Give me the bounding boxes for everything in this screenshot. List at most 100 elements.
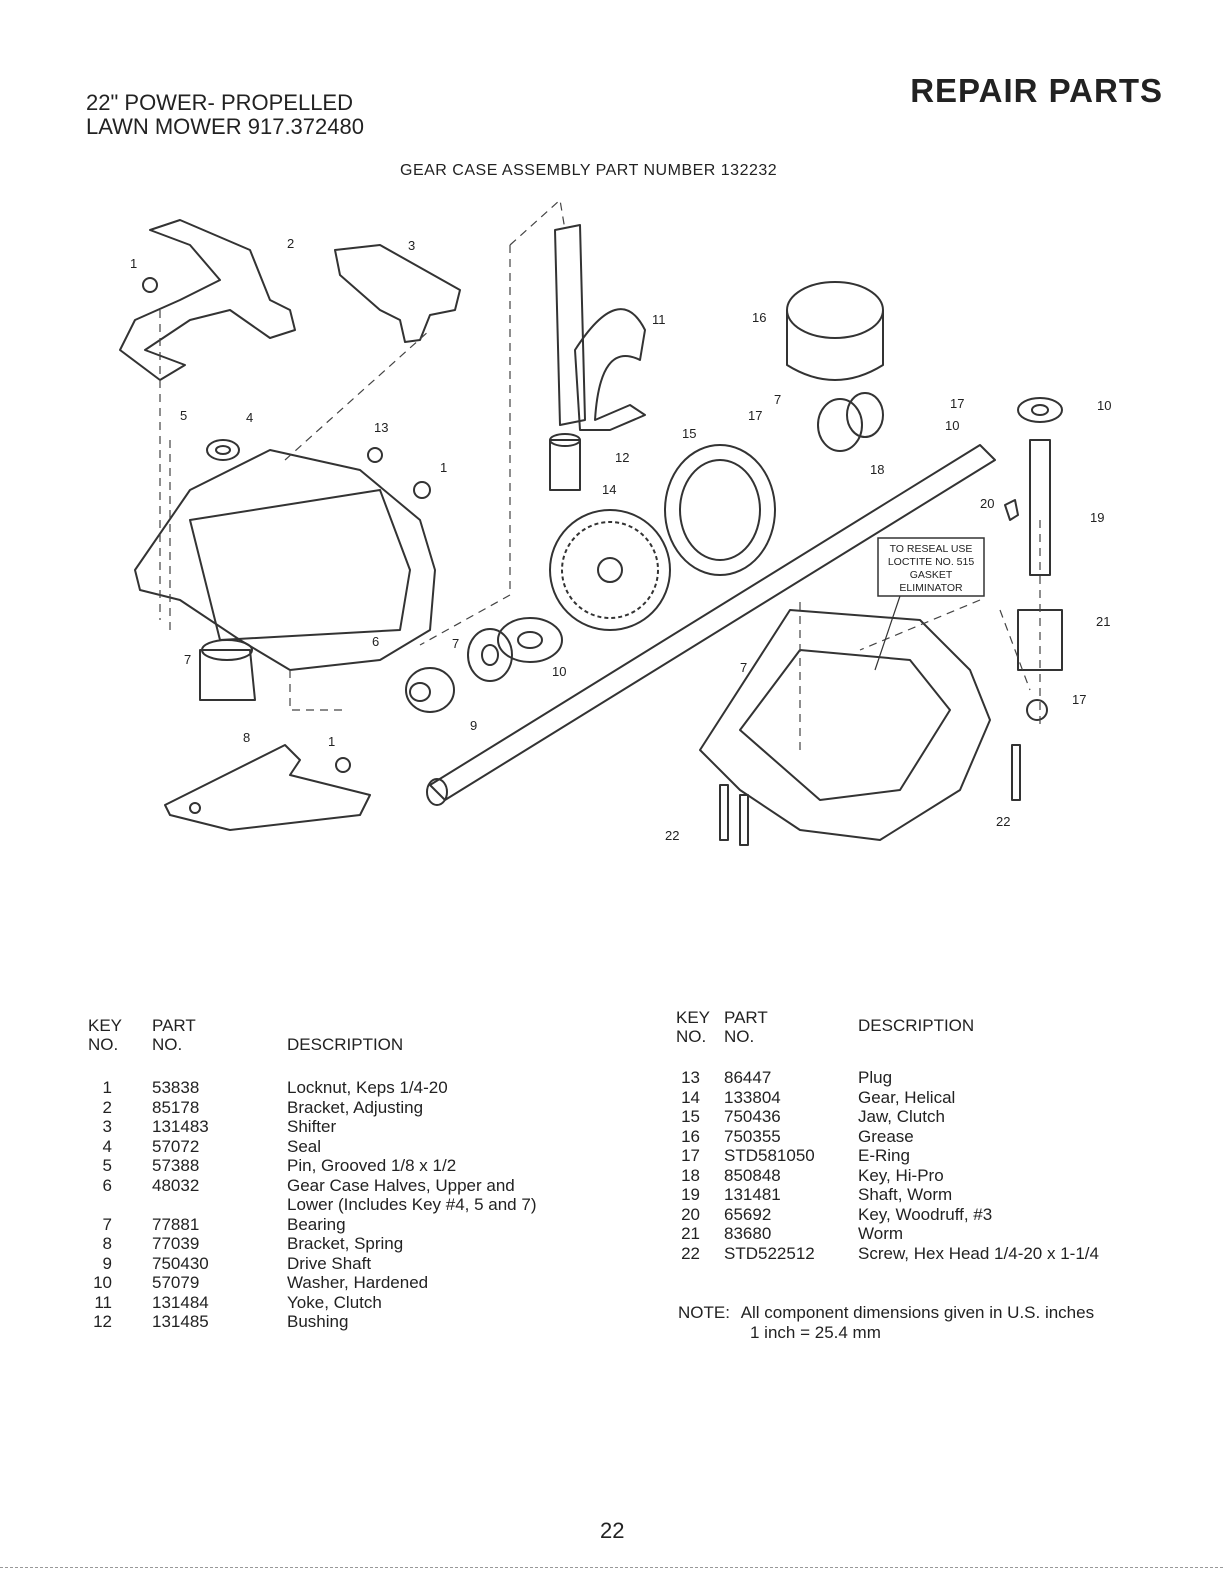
label-22b: 22 <box>996 814 1010 829</box>
part-no: STD581050 <box>724 1146 815 1165</box>
key-no: 3 <box>102 1117 112 1136</box>
label-6: 6 <box>372 634 379 649</box>
key-no: 11 <box>94 1292 112 1312</box>
key-no: 8 <box>102 1234 112 1253</box>
part-no: 86447 <box>724 1068 772 1087</box>
col-part-bottom: NO. <box>152 1035 183 1054</box>
table-row: Lower (Includes Key #4, 5 and 7) <box>88 1195 608 1215</box>
part-description: Gear Case Halves, Upper and <box>287 1175 515 1195</box>
part-no: 53838 <box>152 1078 200 1097</box>
key-no: 12 <box>93 1312 112 1331</box>
part-no: 131481 <box>724 1185 781 1204</box>
page-bottom-rule <box>0 1567 1223 1569</box>
note-label: NOTE: <box>678 1303 730 1322</box>
key-no: 22 <box>681 1243 700 1263</box>
label-11: 11 <box>652 312 666 327</box>
assembly-subtitle: GEAR CASE ASSEMBLY PART NUMBER 132232 <box>400 162 778 179</box>
label-1c: 1 <box>328 734 335 749</box>
part-no: 750436 <box>724 1107 781 1126</box>
key-no: 14 <box>681 1087 700 1107</box>
col-description: DESCRIPTION <box>287 1035 404 1054</box>
part-description: Screw, Hex Head 1/4-20 x 1-1/4 <box>858 1243 1099 1263</box>
model-title-line2: LAWN MOWER 917.372480 <box>86 114 364 139</box>
part-no: 750430 <box>152 1253 209 1273</box>
callout-line-2: LOCTITE NO. 515 <box>888 556 975 568</box>
part-description: Worm <box>858 1224 904 1243</box>
col-key-top: KEY <box>88 1016 123 1035</box>
label-10c: 10 <box>1097 398 1111 413</box>
key-no: 2 <box>102 1097 112 1117</box>
part-no: 750355 <box>724 1126 781 1146</box>
part-description: Bracket, Spring <box>287 1234 404 1253</box>
part-description: Key, Hi-Pro <box>858 1165 944 1185</box>
key-no: 9 <box>102 1253 112 1273</box>
label-2: 2 <box>287 236 294 251</box>
part-description: Grease <box>858 1126 914 1146</box>
part-no: 57072 <box>152 1136 200 1156</box>
key-no: 4 <box>102 1136 112 1156</box>
part-no: STD522512 <box>724 1243 815 1263</box>
label-7b: 7 <box>452 636 459 651</box>
part-description: Lower (Includes Key #4, 5 and 7) <box>287 1195 537 1214</box>
label-22: 22 <box>665 828 679 843</box>
key-no: 21 <box>681 1224 700 1243</box>
page-number: 22 <box>600 1518 625 1543</box>
part-no: 131485 <box>152 1312 209 1331</box>
table-header: KEY NO. PART NO. DESCRIPTION <box>88 1016 608 1066</box>
key-no: 7 <box>102 1214 112 1234</box>
page-title: REPAIR PARTS <box>910 72 1163 109</box>
note-line2: 1 inch = 25.4 mm <box>750 1323 881 1342</box>
col-description: DESCRIPTION <box>858 1016 975 1035</box>
label-16: 16 <box>752 310 766 325</box>
part-description: Key, Woodruff, #3 <box>858 1204 993 1224</box>
part-description: Shifter <box>287 1117 337 1136</box>
label-10b: 10 <box>945 418 959 433</box>
label-15: 15 <box>682 426 696 441</box>
part-labels: 1 2 3 5 4 13 1 6 7 8 1 7 10 9 11 12 14 1… <box>130 236 1111 843</box>
label-17c: 17 <box>1072 692 1086 707</box>
label-21: 21 <box>1096 614 1110 629</box>
table-header: KEY NO. PART NO. DESCRIPTION <box>676 1008 1196 1058</box>
table-row: 6 48032 Gear Case Halves, Upper and <box>88 1176 608 1196</box>
label-1: 1 <box>130 256 137 271</box>
part-no: 48032 <box>152 1175 200 1195</box>
part-description: Bearing <box>287 1214 346 1234</box>
col-part-bottom: NO. <box>724 1027 755 1046</box>
part-no: 57388 <box>152 1156 200 1175</box>
part-no: 133804 <box>724 1087 781 1107</box>
col-part-top: PART <box>724 1008 768 1027</box>
key-no: 10 <box>93 1273 112 1292</box>
dimension-note: NOTE: All component dimensions given in … <box>678 1303 1094 1343</box>
part-no: 65692 <box>724 1204 772 1224</box>
label-7d: 7 <box>740 660 747 675</box>
col-key-top: KEY <box>676 1008 711 1027</box>
part-description: Jaw, Clutch <box>858 1107 945 1126</box>
table-row: 22 STD522512 Screw, Hex Head 1/4-20 x 1-1/… <box>676 1244 1196 1264</box>
col-key-bottom: NO. <box>88 1035 119 1054</box>
label-3: 3 <box>408 238 415 253</box>
col-part-top: PART <box>152 1016 196 1035</box>
label-12: 12 <box>615 450 629 465</box>
model-title-line1: 22" POWER- PROPELLED <box>86 90 353 115</box>
key-no: 16 <box>681 1126 700 1146</box>
part-no: 85178 <box>152 1097 200 1117</box>
label-19: 19 <box>1090 510 1104 525</box>
label-8: 8 <box>243 730 250 745</box>
key-no: 1 <box>102 1078 112 1097</box>
key-no: 6 <box>102 1175 112 1195</box>
part-description: Drive Shaft <box>287 1253 372 1273</box>
